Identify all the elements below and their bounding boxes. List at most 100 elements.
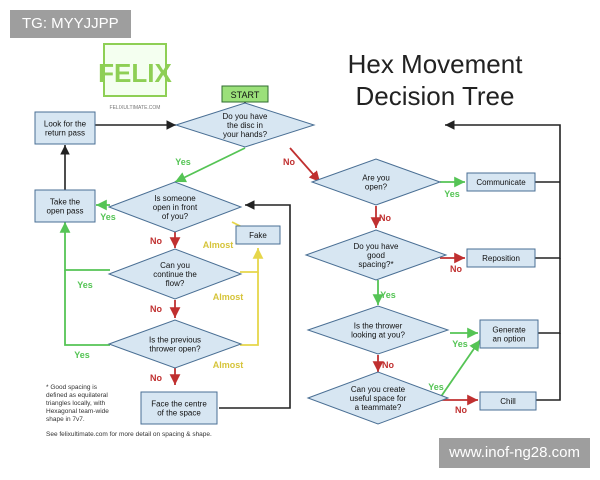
node-a-fake: Fake [235,225,281,245]
edge-label-yes: Yes [77,280,93,290]
node-text: Take the [50,198,81,207]
logo-text: FELIX [98,58,172,88]
footnote-line: triangles locally, with [46,400,106,407]
decision-diamond [107,248,243,300]
logo-caption: FELIXULTIMATE.COM [110,105,161,111]
footnote-line: shape in 7v7. [46,416,85,423]
node-text: Generate [492,326,526,335]
node-text: the disc in [227,121,263,130]
decision-diamond [304,229,448,281]
decision-diamond [306,371,450,425]
footnote-line: defined as equilateral [46,392,108,399]
node-text: flow? [166,279,185,288]
node-text: looking at you? [351,331,405,340]
node-text: your hands? [223,130,268,139]
node-text: useful space for [350,394,407,403]
node-text: Do you have [354,242,399,251]
node-text: good [367,251,385,260]
footnote: * Good spacing is defined as equilateral… [46,384,236,424]
node-text: Can you create [351,385,406,394]
node-text: of you? [162,212,189,221]
node-text: return pass [45,129,85,138]
node-text: open in front [153,203,198,212]
decision-diamond [107,319,243,369]
node-text: Reposition [482,254,520,263]
edge-label-almost: Almost [213,292,244,302]
node-text: Face the centre [151,400,207,409]
node-text: a teammate? [355,403,402,412]
node-text: thrower open? [149,345,201,354]
node-text: open? [365,183,388,192]
action-box [235,225,281,245]
edge-label-no: No [150,236,162,246]
node-a-chill: Chill [479,391,537,411]
edge-label-yes: Yes [444,189,460,199]
node-text: Fake [249,231,267,240]
edge-label-no: No [150,373,162,383]
decision-diamond [310,158,442,206]
watermark-tag: TG: MYYJJPP [10,10,131,38]
action-box [479,319,539,349]
felix-logo: FELIX [98,43,172,97]
node-text: Do you have [223,112,268,121]
edge-label-yes: Yes [380,290,396,300]
return-lines [60,120,561,409]
edge-label-no: No [450,264,462,274]
node-text: open pass [47,207,84,216]
yes-edges [59,147,481,399]
node-text: Is the previous [149,336,201,345]
action-box [140,391,218,425]
node-text: Is someone [154,194,196,203]
edge-label-no: No [283,157,295,167]
decision-diamond [174,102,316,148]
decision-diamond [107,181,243,233]
decision-diamond [306,305,450,355]
footnote-line: Hexagonal team-wide [46,408,109,415]
node-text: Communicate [476,178,526,187]
action-box [34,189,96,223]
edge-label-no: No [382,360,394,370]
no-edges [169,147,478,406]
edge-label-almost: Almost [213,360,244,370]
page-title: Hex Movement Decision Tree [330,48,540,112]
edge-label-yes: Yes [452,339,468,349]
title-line-1: Hex Movement [347,49,523,79]
action-box [466,172,536,192]
node-a-communicate: Communicate [466,172,536,192]
start-label: START [231,90,260,100]
edge-label-almost: Almost [203,240,234,250]
node-text: Is the thrower [354,322,403,331]
footnote-more: See felixultimate.com for more detail on… [46,431,212,438]
action-box [479,391,537,411]
edge-label-no: No [455,405,467,415]
edge-label-yes: Yes [100,212,116,222]
node-text: spacing?* [358,260,393,269]
node-text: continue the [153,270,197,279]
node-a-reposition: Reposition [466,248,536,268]
node-text: Can you [160,261,190,270]
watermark-url: www.inof-ng28.com [439,438,590,468]
edge-label-yes: Yes [74,350,90,360]
action-box [466,248,536,268]
node-text: an option [493,335,526,344]
edge-label-no: No [379,213,391,223]
action-box [34,111,96,145]
edge-label-no: No [150,304,162,314]
footnote-line: * Good spacing is [46,384,97,391]
node-text: Are you [362,174,390,183]
edge-label-yes: Yes [175,157,191,167]
node-text: Look for the [44,120,87,129]
node-text: Chill [500,397,516,406]
edge-label-yes: Yes [428,382,444,392]
